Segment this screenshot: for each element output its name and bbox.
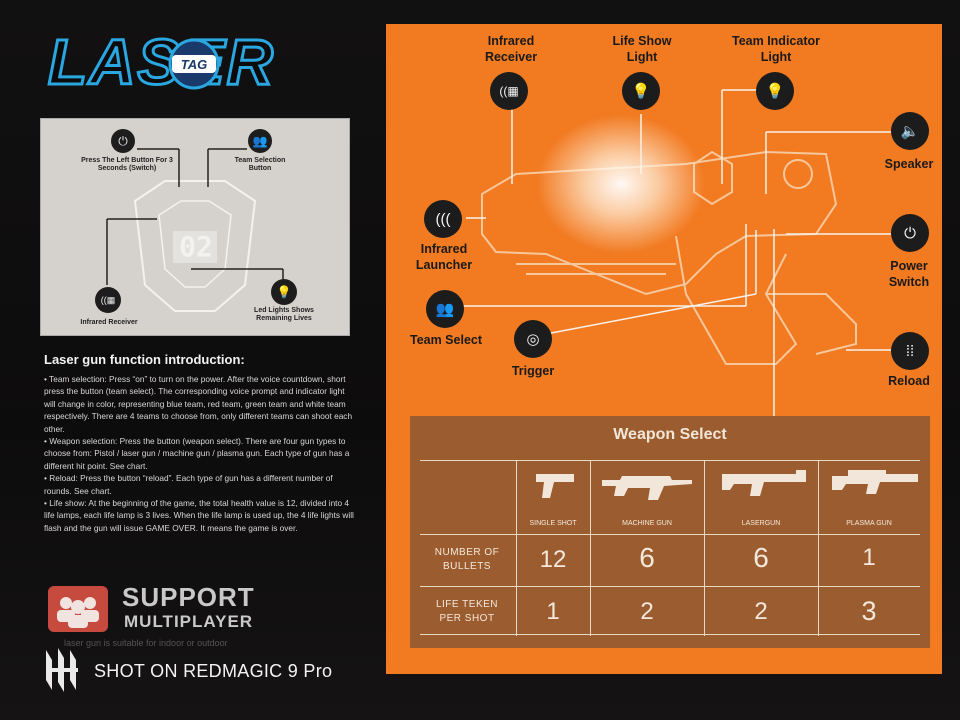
- laser-gun-icon: [722, 470, 806, 496]
- support-line1: SUPPORT: [122, 582, 255, 612]
- plasma-gun-icon: [832, 470, 918, 494]
- row-label: NUMBER OF BULLETS: [434, 547, 500, 572]
- leds-label: Led Lights Shows Remaining Lives: [254, 307, 314, 322]
- camera-watermark: SHOT ON REDMAGIC 9 Pro: [42, 644, 372, 696]
- intro-item: • Life show: At the beginning of the gam…: [44, 498, 354, 533]
- life-value: 1: [546, 598, 560, 625]
- weapon-select-title: Weapon Select: [613, 426, 727, 443]
- redmagic-logo: [46, 648, 78, 692]
- team-indicator-bulb-icon: 💡: [756, 72, 794, 110]
- intro-item: • Team selection: Press “on” to turn on …: [44, 374, 353, 434]
- grid-line: [420, 586, 920, 587]
- life-value: 2: [640, 598, 654, 625]
- pistol-icon: [536, 474, 574, 498]
- power-icon: ⏻: [111, 129, 135, 153]
- power-label: Press The Left Button For 3 Seconds (Swi…: [81, 157, 173, 172]
- label-trigger: Trigger: [511, 364, 555, 378]
- bullets-value: 6: [753, 542, 769, 573]
- infrared-receiver-icon: ((▦: [95, 287, 121, 313]
- grid-line: [704, 460, 705, 636]
- life-value: 2: [754, 598, 768, 625]
- grid-line: [420, 534, 920, 535]
- support-line2: MULTIPLAYER: [124, 612, 254, 631]
- infrared-receiver-icon: ((▦: [490, 72, 528, 110]
- infrared-label: Infrared Receiver: [80, 319, 138, 326]
- machine-gun-icon: [602, 476, 692, 500]
- label-infrared-launcher: Infrared Launcher: [415, 242, 473, 272]
- power-switch-icon: ⏻: [891, 214, 929, 252]
- watermark-text: SHOT ON REDMAGIC 9 Pro: [94, 661, 333, 681]
- gun-name: LASERGUN: [741, 520, 781, 527]
- intro-text: • Team selection: Press “on” to turn on …: [44, 373, 354, 534]
- intro-item: • Reload: Press the button “reload”. Eac…: [44, 473, 333, 496]
- photo-glare: [536, 114, 706, 254]
- weapon-grid: SINGLE SHOT MACHINE GUN LASERGUN PLASMA …: [420, 460, 920, 636]
- life-value: 3: [861, 596, 877, 626]
- trigger-icon: ◎: [514, 320, 552, 358]
- label-team-select: Team Select: [409, 333, 483, 347]
- life-show-bulb-icon: 💡: [622, 72, 660, 110]
- team-select-icon: 👥: [426, 290, 464, 328]
- label-team-indicator: Team Indicator Light: [732, 34, 820, 64]
- bullets-value: 12: [539, 546, 567, 573]
- logo-badge: TAG: [181, 57, 207, 72]
- grid-line: [420, 460, 920, 461]
- receiver-diagram: 02 ⏻ 👥 Press The Left Button For 3 Secon…: [40, 118, 350, 336]
- label-reload: Reload: [888, 374, 930, 388]
- intro-item: • Weapon selection: Press the button (we…: [44, 436, 350, 471]
- life-counter-display: 02: [179, 230, 213, 263]
- bulb-icon: 💡: [271, 279, 297, 305]
- row-label: LIFE TEKEN PER SHOT: [435, 599, 499, 624]
- support-multiplayer: SUPPORT MULTIPLAYER laser gun is suitabl…: [48, 582, 358, 648]
- laser-tag-logo: LASER TAG: [47, 25, 275, 100]
- grid-line: [516, 460, 517, 636]
- gun-name: MACHINE GUN: [622, 520, 672, 527]
- speaker-icon: 🔈: [891, 112, 929, 150]
- support-line3: laser gun is suitable for indoor or outd…: [64, 638, 228, 648]
- gun-name: PLASMA GUN: [846, 520, 892, 527]
- intro-title: Laser gun function introduction:: [44, 352, 245, 367]
- multiplayer-icon: [48, 586, 108, 632]
- reload-bullets-icon: ⁞⁞: [891, 332, 929, 370]
- receiver-drawing: [106, 148, 284, 312]
- label-infrared-receiver: Infrared Receiver: [484, 34, 538, 64]
- label-life-show: Life Show Light: [612, 34, 672, 64]
- team-label: Team Selection Button: [234, 157, 286, 172]
- weapon-select-table: Weapon Select SINGLE SHOT MACHINE GUN LA…: [410, 416, 930, 648]
- grid-line: [420, 634, 920, 635]
- label-speaker: Speaker: [884, 157, 934, 171]
- grid-line: [590, 460, 591, 636]
- label-power-switch: Power Switch: [888, 259, 930, 289]
- bullets-value: 6: [639, 542, 655, 573]
- gun-name: SINGLE SHOT: [529, 520, 577, 527]
- infrared-launcher-icon: (((: [424, 200, 462, 238]
- team-icon: 👥: [248, 129, 272, 153]
- bullets-value: 1: [862, 544, 876, 571]
- gun-outline: [458, 89, 891, 419]
- logo-word: LASER: [48, 26, 275, 98]
- grid-line: [818, 460, 819, 636]
